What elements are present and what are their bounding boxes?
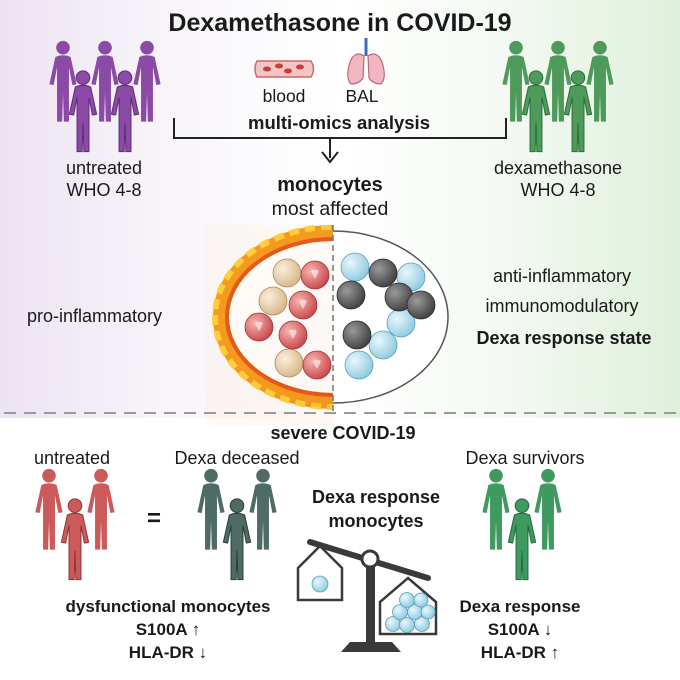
monocyte-comparison-figure xyxy=(205,225,449,425)
anti-inflammatory-label: anti-inflammatory xyxy=(492,266,632,286)
dexa-deceased-label: Dexa deceased xyxy=(174,448,300,468)
dexa-response-monocytes-title: Dexa response xyxy=(311,487,441,507)
balance-scale-icon xyxy=(296,539,438,652)
person-group-icon-untreated-severe xyxy=(35,468,115,581)
equals-sign: = xyxy=(146,505,162,532)
untreated-s100a-marker: S100A ↑ xyxy=(135,620,201,639)
pro-inflammatory-label: pro-inflammatory xyxy=(27,306,163,326)
dexa-survivors-label: Dexa survivors xyxy=(465,448,585,468)
monocytes-subtitle: most affected xyxy=(271,198,389,220)
dexa-response-state-label: Dexa response state xyxy=(476,328,652,348)
analysis-label: multi-omics analysis xyxy=(248,112,430,133)
dexamethasone-group-label: dexamethasone xyxy=(493,158,623,178)
dexa-response-monocytes-subtitle: monocytes xyxy=(328,511,424,531)
person-group-icon-untreated xyxy=(49,40,161,153)
person-group-icon-dexamethasone xyxy=(502,40,614,153)
blood-vessel-icon xyxy=(254,60,315,78)
bal-label: BAL xyxy=(345,86,379,106)
survivors-s100a-marker: S100A ↓ xyxy=(487,620,553,639)
person-group-icon-survivors xyxy=(482,468,562,581)
untreated-group-label: untreated xyxy=(65,158,143,178)
untreated-group-severity: WHO 4-8 xyxy=(66,180,142,200)
dysfunctional-monocytes-label: dysfunctional monocytes xyxy=(65,597,271,616)
section-divider xyxy=(4,412,676,414)
severe-covid-title: severe COVID-19 xyxy=(270,423,416,443)
severe-untreated-label: untreated xyxy=(33,448,111,468)
survivors-hla-dr-marker: HLA-DR ↑ xyxy=(480,643,560,662)
lungs-icon xyxy=(347,38,385,85)
dexa-response-label: Dexa response xyxy=(459,597,581,616)
page-title: Dexamethasone in COVID-19 xyxy=(168,9,512,37)
person-group-icon-deceased xyxy=(197,468,277,581)
untreated-hla-dr-marker: HLA-DR ↓ xyxy=(128,643,208,662)
bracket-arrow-connector xyxy=(173,118,507,164)
monocytes-title: monocytes xyxy=(277,174,383,196)
immunomodulatory-label: immunomodulatory xyxy=(485,296,639,316)
blood-label: blood xyxy=(262,86,306,106)
dexamethasone-group-severity: WHO 4-8 xyxy=(520,180,596,200)
